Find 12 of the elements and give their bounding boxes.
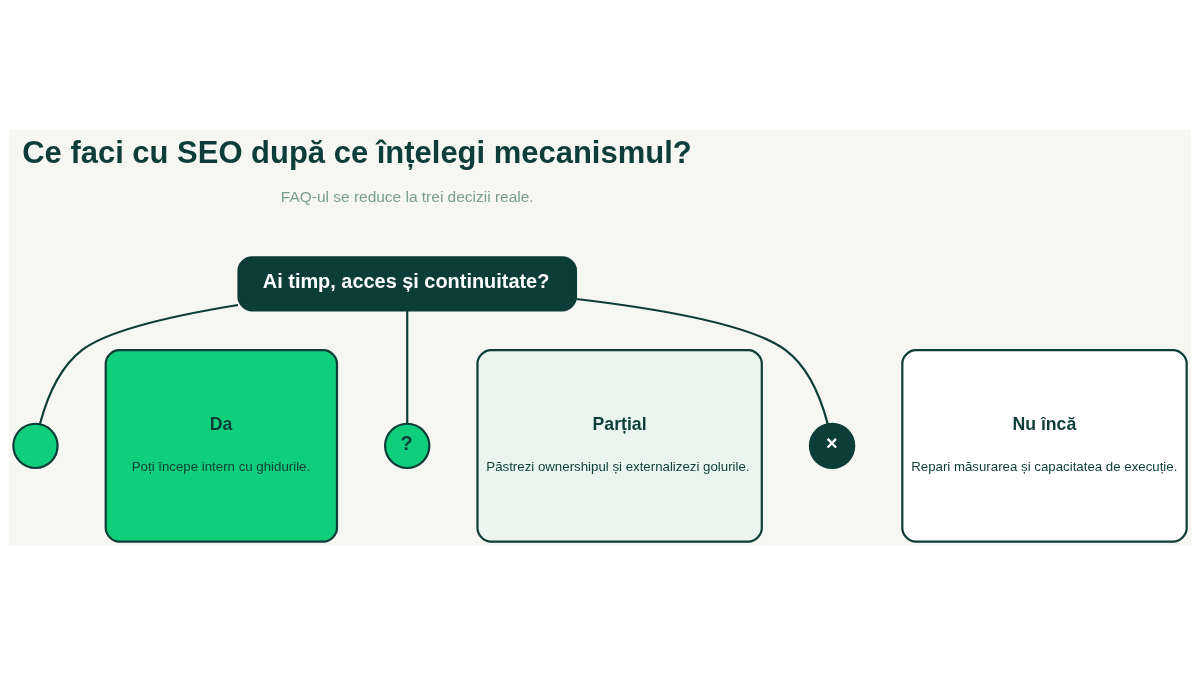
connector [406, 310, 409, 424]
node-box: Ai timp, acces și continuitate? [237, 255, 578, 311]
node-circle: × [808, 422, 856, 469]
node-circle: ? [384, 422, 431, 469]
connector [38, 303, 239, 424]
connector [576, 297, 829, 424]
diagram-title: Ce faci cu SEO după ce înțelegi mecanismul? [22, 134, 692, 170]
node-box: Da Poți începe intern cu ghidurile. [104, 348, 339, 543]
node-circle [12, 422, 59, 469]
node-box: Parțial Păstrezi ownershipul și externalizezi golurile. [476, 348, 763, 543]
node-box: Nu încă Repari măsurarea și capacitatea de execuție. [901, 348, 1188, 543]
label: FAQ-ul se reduce la trei decizii reale. [280, 187, 534, 205]
